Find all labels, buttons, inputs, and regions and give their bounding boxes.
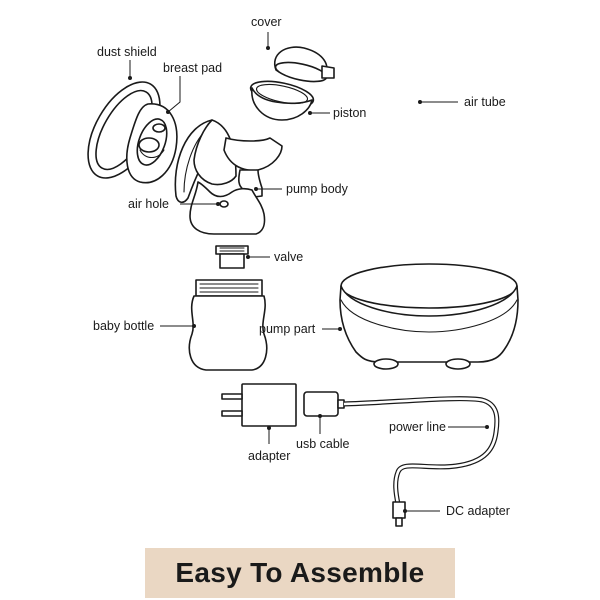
label-dc-adapter: DC adapter: [446, 504, 510, 518]
piston: [249, 80, 315, 121]
baby-bottle: [188, 279, 268, 371]
label-piston: piston: [333, 106, 366, 120]
usb-cable: [303, 391, 345, 417]
label-air-tube: air tube: [464, 95, 506, 109]
banner-title: Easy To Assemble: [175, 557, 425, 588]
label-dust-shield: dust shield: [97, 45, 157, 59]
adapter: [221, 383, 297, 427]
air-tube: [378, 133, 461, 226]
label-cover: cover: [251, 15, 282, 29]
label-breast-pad: breast pad: [163, 61, 222, 75]
leader-lines: [128, 32, 489, 513]
label-usb-cable: usb cable: [296, 437, 350, 451]
banner: Easy To Assemble: [145, 548, 455, 598]
pump-part: [339, 263, 519, 370]
breast-pad: [126, 103, 178, 184]
cover: [273, 46, 335, 83]
power-line: [343, 396, 500, 505]
label-adapter: adapter: [248, 449, 290, 463]
dc-adapter: [392, 501, 406, 527]
label-air-hole: air hole: [128, 197, 169, 211]
label-baby-bottle: baby bottle: [93, 319, 154, 333]
valve: [215, 245, 249, 269]
labels: cover dust shield breast pad piston air …: [93, 15, 510, 518]
label-pump-body: pump body: [286, 182, 349, 196]
label-power-line: power line: [389, 420, 446, 434]
label-valve: valve: [274, 250, 303, 264]
label-pump-part: pump part: [259, 322, 316, 336]
pump-body: [174, 119, 283, 235]
dust-shield: [87, 81, 161, 179]
